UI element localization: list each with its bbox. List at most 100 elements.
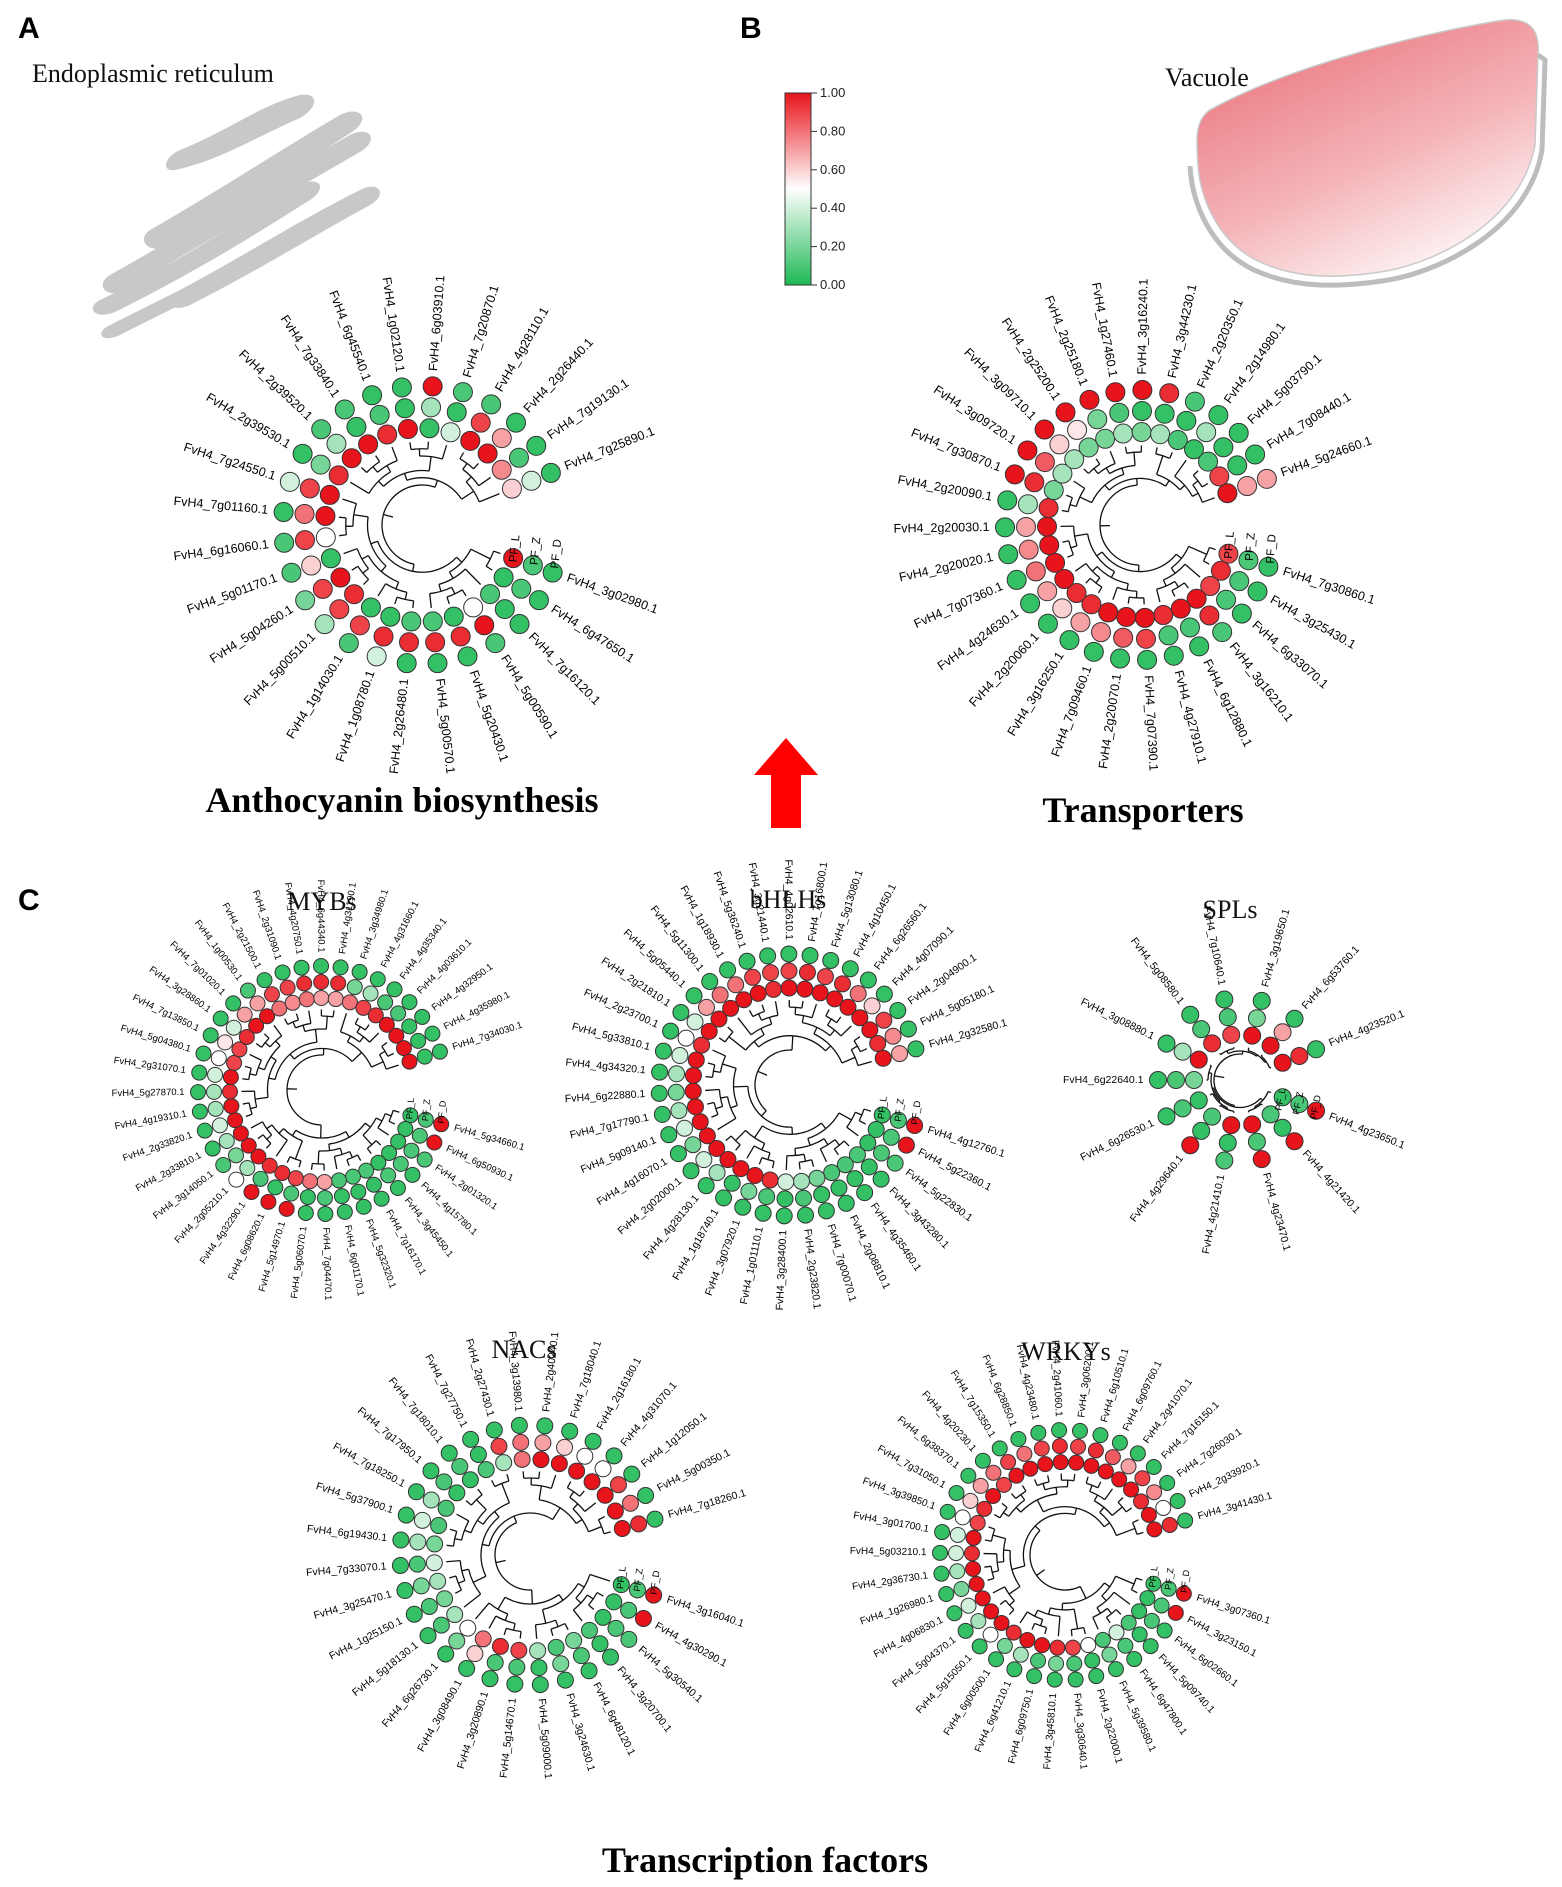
tree-branch [1174,581,1179,588]
heatmap-dot [1215,1151,1234,1170]
heatmap-dot [1116,606,1137,627]
heatmap-dot [1153,1597,1170,1614]
heatmap-dot [1025,561,1046,582]
heatmap-dot [1131,401,1152,422]
tree-branch [465,476,472,483]
heatmap-dot [1095,428,1116,449]
tree-branch [351,565,359,571]
heatmap-dot [830,1179,848,1197]
heatmap-dot [1046,1671,1063,1688]
heatmap-dot [451,1457,469,1475]
gene-label: FvH4_5g34660.1 [453,1123,526,1154]
heatmap-dot [1167,1071,1185,1089]
heatmap-dot [397,1120,414,1137]
heatmap-dot [460,430,481,451]
tree-arc [597,1519,605,1534]
heatmap-dot [882,1128,900,1146]
heatmap-dot [420,1597,438,1615]
tree-branch [370,540,378,545]
tree-branch [255,1043,262,1048]
heatmap-dot [470,412,491,433]
heatmap-dot [405,1605,423,1623]
heatmap-dot [477,1461,495,1479]
column-label: PF_L [508,534,523,563]
heatmap-dot [358,434,379,455]
heatmap-dot [1163,645,1184,666]
tree-branch [475,1602,490,1620]
gene-label: FvH4_7g33070.1 [306,1560,387,1578]
heatmap-dot [425,1554,443,1572]
heatmap-dot [837,1194,855,1212]
heatmap-dot [848,1146,866,1164]
tree-branch [1110,571,1116,578]
heatmap-dot [195,1045,212,1062]
heatmap-dot [1185,1071,1203,1089]
tree-branch [477,1488,483,1496]
heatmap-dot [1208,405,1229,426]
heatmap-dot [872,1144,890,1162]
gene-label: FvH4_5g09000.1 [536,1698,554,1779]
heatmap-dot [446,402,467,423]
tree-branch [757,1013,763,1021]
heatmap-dot [1059,630,1080,651]
heatmap-dot [341,994,358,1011]
tree-branch [1019,1611,1028,1624]
heatmap-dot [223,1098,240,1115]
column-label: PF_L [1273,1087,1288,1111]
heatmap-dot [330,567,351,588]
tree-arc [846,1111,856,1128]
heatmap-dot [1203,1107,1222,1126]
heatmap-dot [1212,622,1233,643]
gene-label: FvH4_6g48120.1 [590,1680,637,1757]
heatmap-dot [1026,1668,1043,1685]
tree-arc [293,1047,353,1062]
heatmap-dot [494,599,515,620]
tree-branch [1155,447,1158,454]
heatmap-dot [775,1207,793,1225]
tree-branch [412,600,415,609]
tree-arc [1156,580,1176,590]
heatmap-dot [392,1531,410,1549]
heatmap-dot [327,991,344,1008]
heatmap-dot [204,1140,221,1157]
tree-branch [1001,1502,1008,1509]
tree-branch [1061,509,1069,513]
heatmap-dot [884,1027,902,1045]
tree-branch [361,467,368,473]
heatmap-dot [1052,598,1073,619]
heatmap-dot [719,1151,737,1169]
heatmap-dot [965,1560,982,1577]
tree-branch [364,1024,370,1031]
heatmap-dot [1081,594,1102,615]
tree-branch [379,1050,386,1056]
tree-arc [718,1089,724,1107]
tree-branch [375,455,381,462]
tree-branch [748,1009,754,1017]
gene-label: FvH4_2g36730.1 [851,1570,929,1592]
heatmap-dot [1079,389,1100,410]
tree-arc [406,477,463,500]
tree-branch [479,493,500,503]
gene-label: FvH4_1g01110.1 [738,1226,766,1306]
heatmap-dot [432,1616,450,1634]
heatmap-dot [1132,380,1153,401]
tree-branch [798,1162,801,1170]
tree-arc [449,548,472,573]
tree-arc [1043,1506,1105,1528]
tree-branch [858,1120,866,1125]
tree-branch [1009,1600,1015,1606]
heatmap-dot [1229,571,1250,592]
heatmap-dot [401,611,422,632]
tree-arc [283,1128,303,1142]
gene-label: FvH4_7g01160.1 [173,494,269,517]
heatmap-dot [684,1066,702,1084]
heatmap-dot [293,959,310,976]
tree-branch [1010,1493,1017,1499]
heatmap-dot [851,1009,869,1027]
tree-arc [1071,1626,1084,1631]
heatmap-dot [565,1632,583,1650]
heatmap-dot [358,1162,375,1179]
heatmap-dot [252,1170,269,1187]
tree-branch [1209,1064,1212,1067]
heatmap-dot [344,1168,361,1185]
